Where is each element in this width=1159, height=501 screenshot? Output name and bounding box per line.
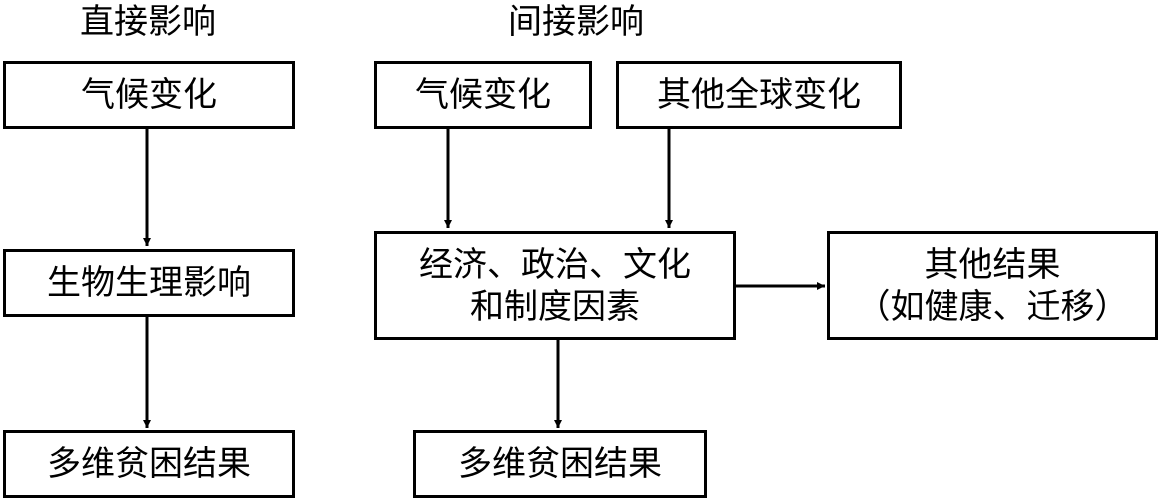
box-label: 生物生理影响 [47,263,251,303]
box-socioeconomic-factors: 经济、政治、文化 和制度因素 [374,231,736,340]
box-label: 其他全球变化 [657,75,861,115]
box-label: 多维贫困结果 [47,444,251,484]
box-label-line1: 经济、政治、文化 [419,244,691,285]
box-label: 气候变化 [81,75,217,115]
box-bio-physiological-impact: 生物生理影响 [3,249,295,317]
box-indirect-climate-change: 气候变化 [374,61,592,129]
box-direct-climate-change: 气候变化 [3,61,295,129]
box-label-line2: 和制度因素 [470,286,640,327]
box-label: 气候变化 [415,75,551,115]
box-direct-poverty-outcome: 多维贫困结果 [3,430,295,498]
box-label: 多维贫困结果 [458,444,662,484]
box-indirect-poverty-outcome: 多维贫困结果 [413,430,707,498]
heading-indirect-impact: 间接影响 [508,2,644,42]
box-label-line1: 其他结果 [924,244,1061,285]
box-other-global-change: 其他全球变化 [616,61,902,129]
heading-direct-impact: 直接影响 [80,2,216,42]
box-other-outcomes: 其他结果 （如健康、迁移） [827,231,1158,340]
box-label-line2: （如健康、迁移） [856,286,1129,327]
